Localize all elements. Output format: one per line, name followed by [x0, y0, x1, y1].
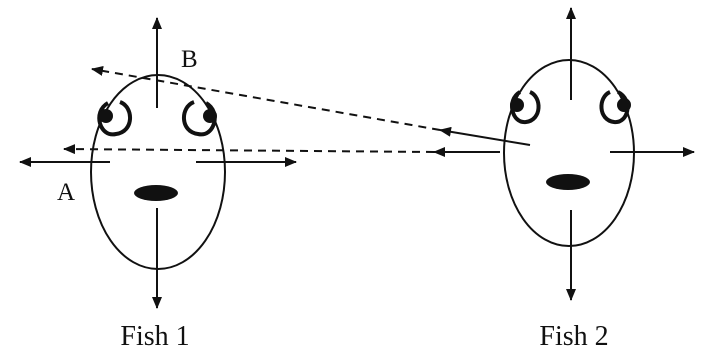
fish-2	[434, 8, 694, 300]
fish-1	[20, 18, 296, 308]
fish-1-caption: Fish 1	[120, 321, 189, 352]
point-b-label: B	[181, 46, 198, 73]
point-a-label: A	[57, 179, 75, 206]
sight-line-to-b	[92, 69, 440, 130]
sight-line-to-a	[64, 149, 434, 152]
fish-2-caption: Fish 2	[539, 321, 608, 352]
fish-1-left-eye	[99, 102, 130, 134]
fish-1-right-eye	[184, 102, 217, 134]
fish-2-mouth	[546, 174, 590, 190]
fish-2-right-eye	[601, 92, 631, 122]
fish-1-mouth	[134, 185, 178, 201]
fish-2-left-eye	[510, 92, 539, 122]
fish-2-slanted-arrow	[440, 130, 530, 145]
